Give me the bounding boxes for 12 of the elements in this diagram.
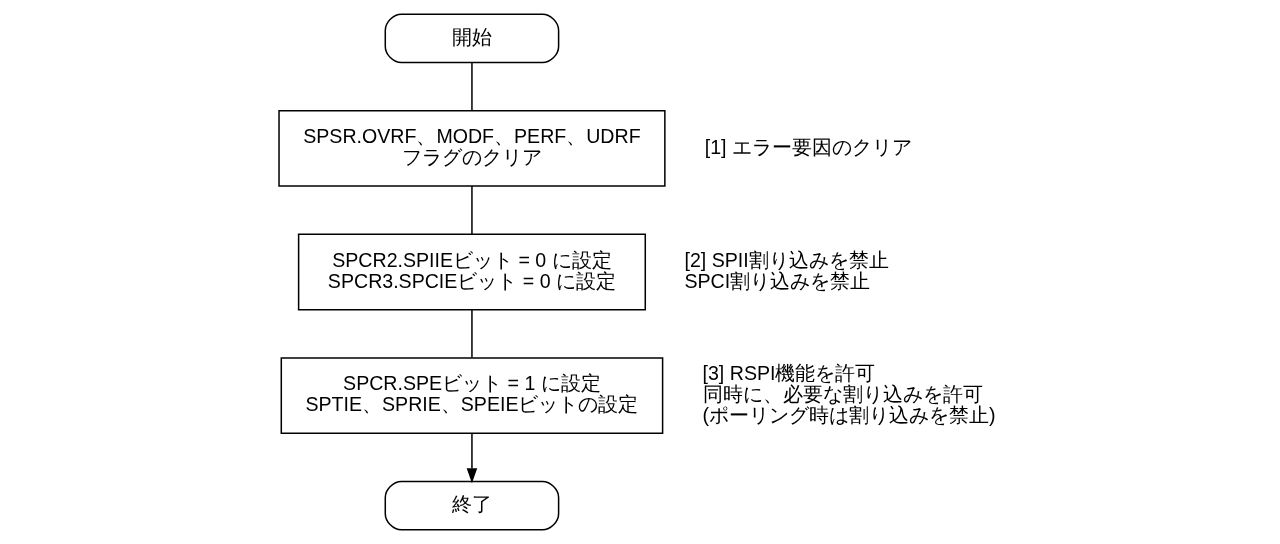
node-box: 終了 [384, 480, 560, 531]
node-label: [2] SPII割り込みを禁止 SPCI割り込みを禁止 [684, 248, 889, 292]
connector [471, 185, 473, 235]
node-box: SPSR.OVRF、MODF、PERF、UDRF フラグのクリア [278, 109, 666, 187]
node-box: SPCR.SPEビット = 1 に設定 SPTIE、SPRIE、SPEIEビットの設定 [280, 357, 664, 435]
node-label: [1] エラー要因のクリア [704, 135, 913, 158]
node-box: 開始 [384, 13, 560, 64]
node-label: [3] RSPI機能を許可同時に、必要な割り込みを許可 (ポーリング時は割り込みを禁止) [702, 361, 996, 426]
connector [471, 61, 473, 112]
arrow [466, 432, 478, 484]
node-box: SPCR2.SPIIEビット = 0 に設定 SPCR3.SPCIEビット = 0 に設定 [297, 233, 647, 311]
connector [471, 308, 473, 359]
